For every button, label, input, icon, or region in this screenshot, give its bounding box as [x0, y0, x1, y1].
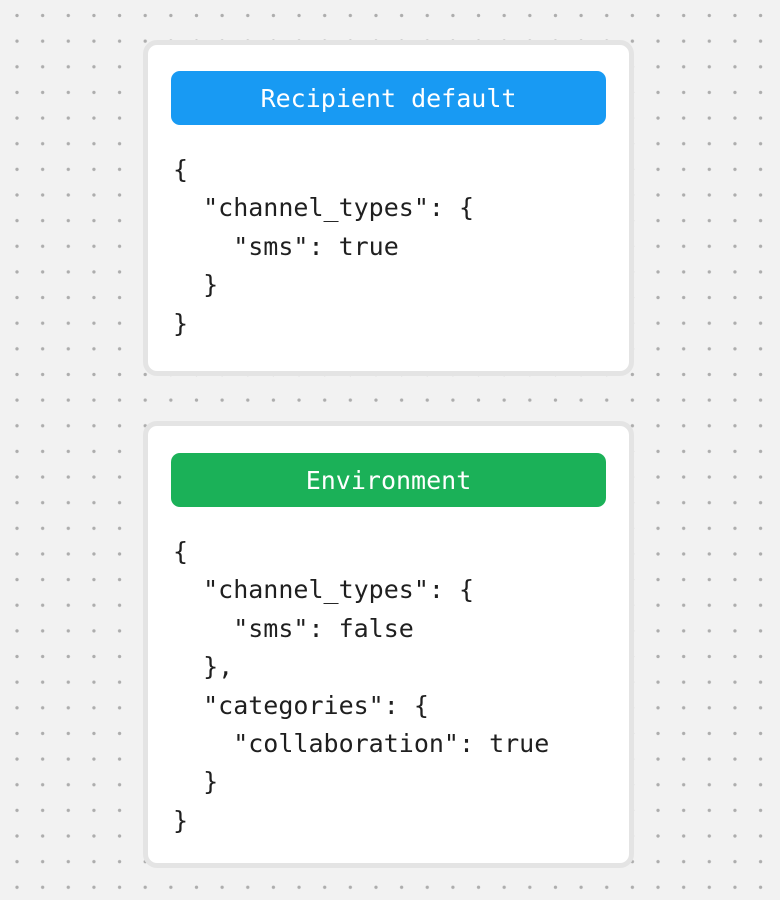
recipient-default-json-code: { "channel_types": { "sms": true } }: [173, 155, 475, 338]
recipient-default-card: Recipient default { "channel_types": { "…: [143, 40, 634, 376]
environment-json-code: { "channel_types": { "sms": false }, "ca…: [173, 537, 550, 835]
environment-badge: Environment: [171, 453, 606, 507]
recipient-default-badge: Recipient default: [171, 71, 606, 125]
environment-card: Environment { "channel_types": { "sms": …: [143, 421, 634, 868]
